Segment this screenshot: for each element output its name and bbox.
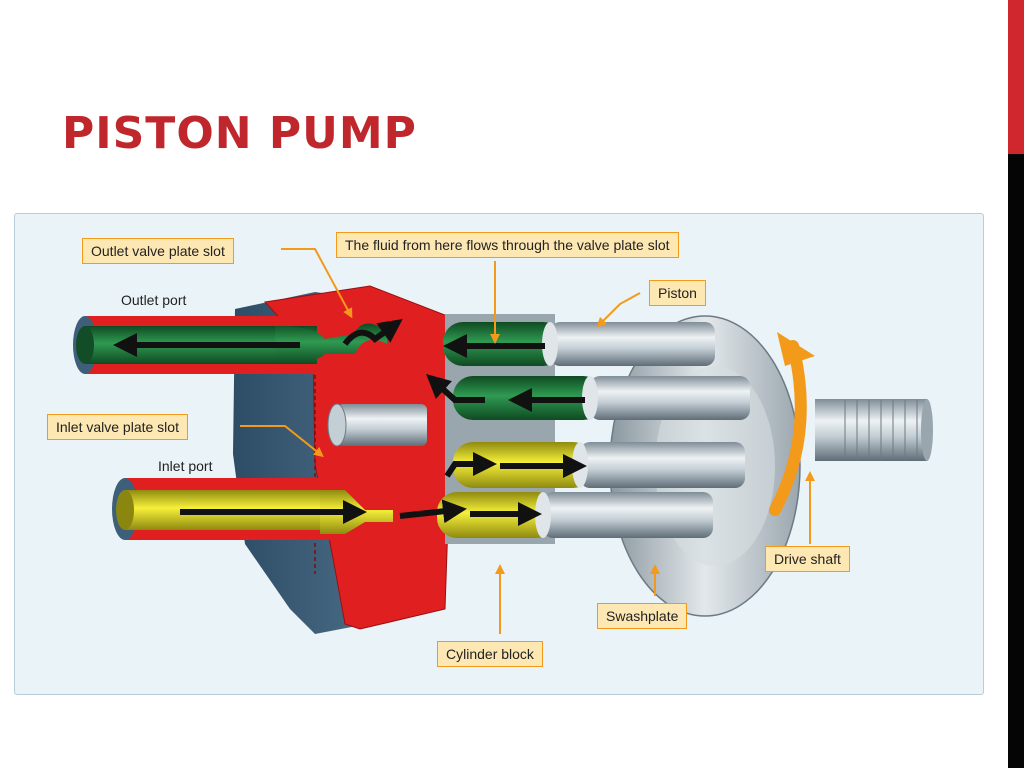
callout-swashplate: Swashplate [597, 603, 688, 629]
pistons [535, 322, 750, 538]
callout-inlet-valve-plate-slot: Inlet valve plate slot [47, 414, 188, 440]
accent-bar-red [1008, 0, 1024, 154]
callout-outlet-valve-plate-slot: Outlet valve plate slot [82, 238, 234, 264]
callout-fluid-flow-note: The fluid from here flows through the va… [336, 232, 679, 258]
label-outlet-port: Outlet port [121, 292, 187, 308]
callout-cylinder-block: Cylinder block [437, 641, 543, 667]
piston-pump-diagram: Outlet valve plate slot The fluid from h… [14, 213, 984, 695]
callout-drive-shaft: Drive shaft [765, 546, 850, 572]
drive-shaft [815, 399, 933, 461]
callout-leaders [240, 248, 815, 634]
pump-illustration [73, 248, 933, 634]
callout-piston: Piston [649, 280, 706, 306]
slide-title: PISTON PUMP [62, 108, 417, 159]
flow-arrows [113, 318, 587, 526]
center-bolt [327, 403, 427, 447]
accent-bar-black [1008, 154, 1024, 768]
valve-plate-cutaway [263, 285, 456, 630]
label-inlet-port: Inlet port [158, 458, 213, 474]
rotation-arrow [769, 340, 807, 516]
